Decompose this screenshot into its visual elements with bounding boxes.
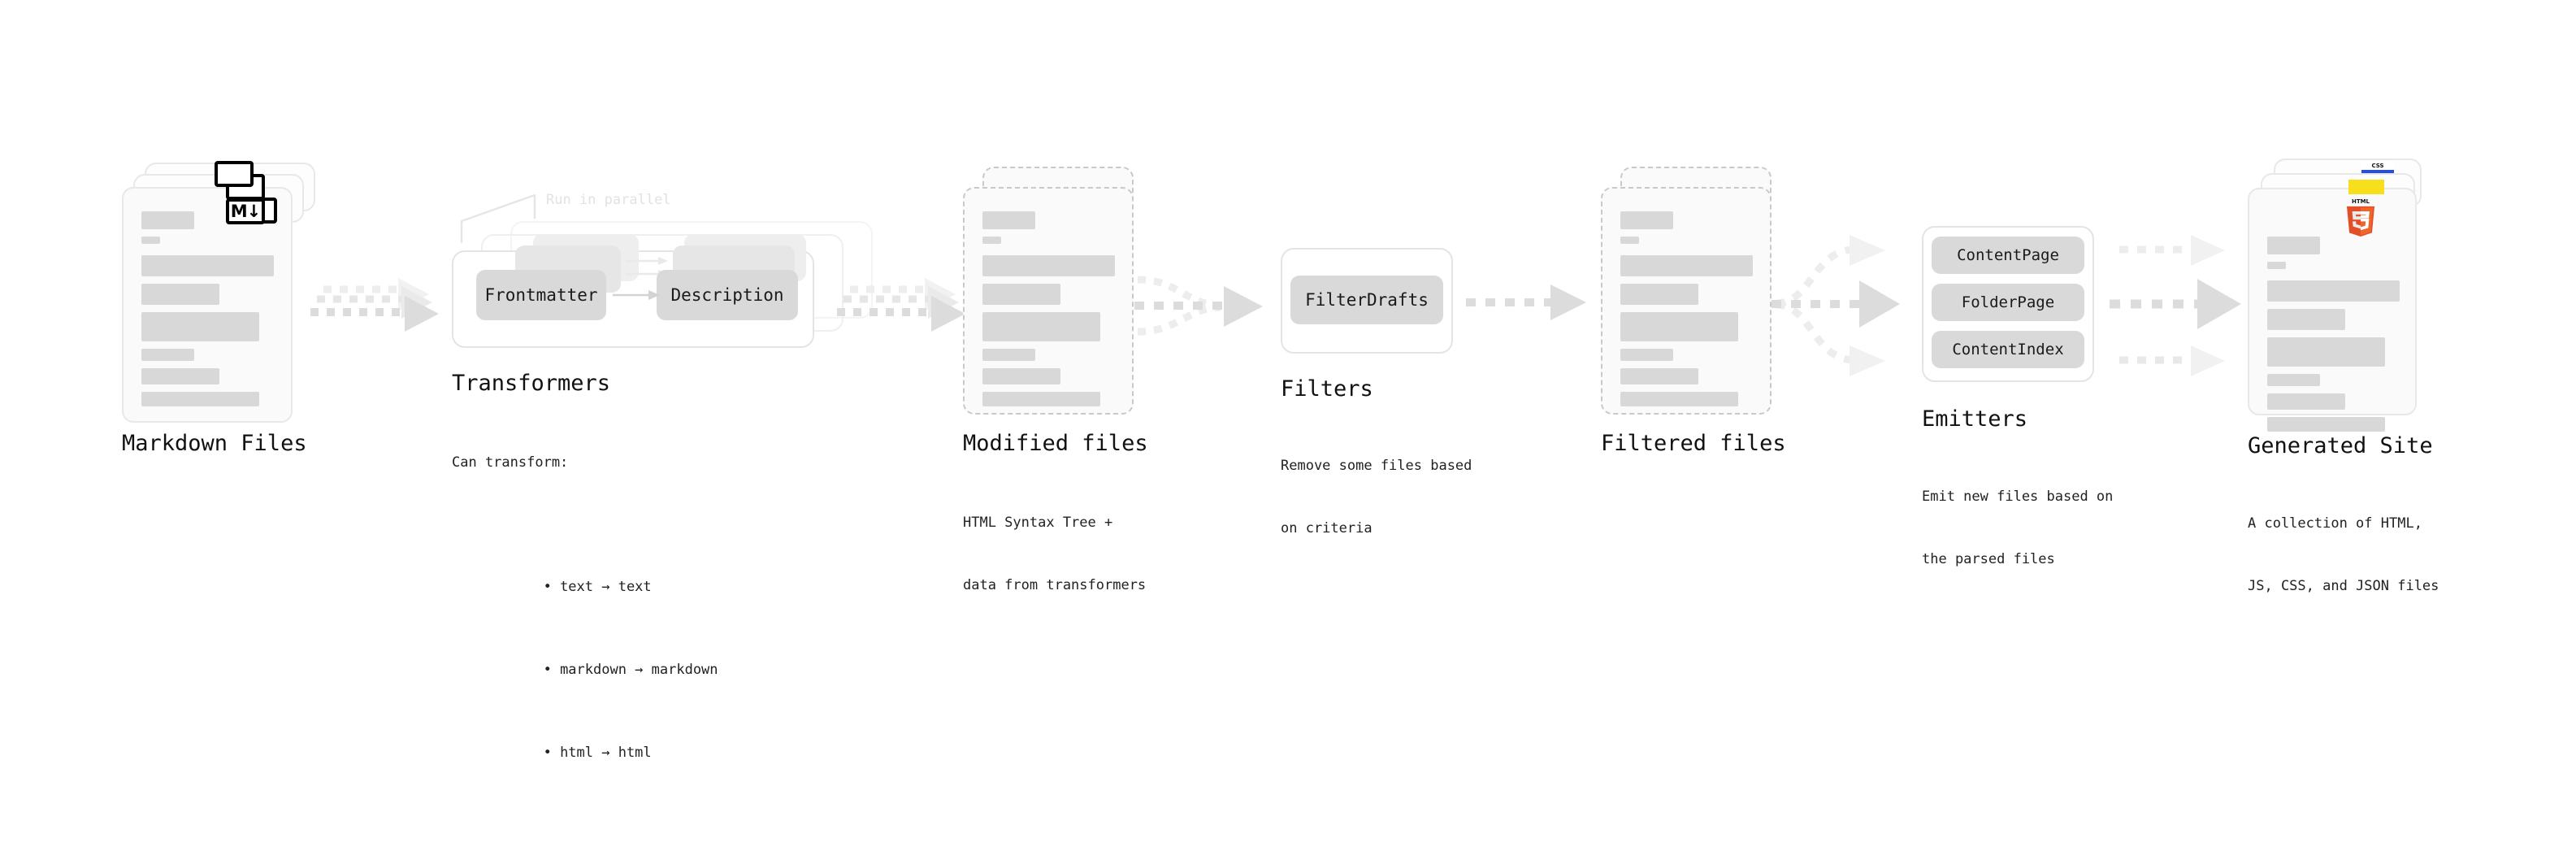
markdown-badge-back-0: [215, 161, 254, 187]
stage-title-filtered-files: Filtered files: [1601, 431, 1786, 456]
stage-markdown-files: M↓ Markdown Files: [122, 161, 325, 456]
content-bar: [2267, 309, 2345, 330]
diagram-canvas: M↓ Markdown Files Run in parallel: [122, 159, 2459, 761]
emitter-chip-contentpage[interactable]: ContentPage: [1932, 237, 2084, 274]
content-bar: [2267, 237, 2320, 254]
content-bar: [1620, 237, 1639, 244]
content-bar: [982, 284, 1060, 305]
generated-site-description: A collection of HTML, JS, CSS, and JSON …: [2248, 472, 2439, 638]
content-bar: [1620, 211, 1673, 229]
markdown-card-front: [122, 187, 293, 423]
filters-desc-line: on criteria: [1281, 519, 1373, 536]
content-bar: [141, 392, 259, 406]
site-desc-line: A collection of HTML,: [2248, 515, 2422, 532]
markdown-card-stack: M↓: [122, 161, 325, 423]
filtered-card-content: [1620, 211, 1754, 414]
stage-title-filters: Filters: [1281, 376, 1373, 402]
content-bar: [2267, 262, 2286, 269]
content-bar: [1620, 284, 1698, 305]
emitter-chip-contentindex[interactable]: ContentIndex: [1932, 331, 2084, 368]
site-card-content: [2267, 212, 2400, 439]
js-badge: [2348, 180, 2384, 194]
stage-modified-files: Modified files HTML Syntax Tree + data f…: [963, 167, 1150, 593]
content-bar: [982, 211, 1035, 229]
transformer-chip-description[interactable]: Description: [657, 270, 798, 320]
stage-title-generated-site: Generated Site: [2248, 433, 2433, 458]
transformers-desc-line: Can transform:: [452, 454, 569, 471]
modified-card-content: [982, 211, 1116, 414]
content-bar: [982, 392, 1100, 406]
markdown-card-content: [141, 211, 275, 414]
content-bar: [2267, 374, 2320, 386]
filter-chip-filterdrafts[interactable]: FilterDrafts: [1290, 276, 1443, 324]
content-bar: [982, 255, 1115, 276]
site-desc-line: JS, CSS, and JSON files: [2248, 577, 2439, 594]
stage-title-transformers: Transformers: [452, 371, 611, 396]
content-bar: [2267, 393, 2345, 410]
modified-card-front: [963, 187, 1134, 415]
emitters-desc-line: Emit new files based on: [1922, 489, 2114, 505]
transformer-chip-frontmatter[interactable]: Frontmatter: [476, 270, 606, 320]
emitters-description: Emit new files based on the parsed files: [1922, 445, 2113, 611]
content-bar: [1620, 255, 1753, 276]
modified-card-stack: [963, 167, 1150, 427]
stage-title-emitters: Emitters: [1922, 406, 2028, 432]
content-bar: [1620, 368, 1698, 384]
emitters-desc-line: the parsed files: [1922, 550, 2055, 567]
markdown-badge: M↓: [226, 198, 265, 224]
content-bar: [982, 349, 1035, 361]
content-bar: [141, 368, 219, 384]
content-bar: [982, 312, 1100, 341]
content-bar: [141, 284, 219, 305]
run-in-parallel-label: Run in parallel: [546, 192, 671, 208]
filtered-card-front: [1601, 187, 1772, 415]
filtered-card-stack: [1601, 167, 1788, 427]
filters-description: Remove some files based on criteria: [1281, 415, 1472, 580]
stage-title-markdown-files: Markdown Files: [122, 431, 307, 456]
stage-generated-site: CSS HTML Generated Site A collection of …: [2248, 159, 2459, 594]
content-bar: [982, 237, 1001, 244]
filters-desc-line: Remove some files based: [1281, 458, 1472, 474]
transformers-bullet-list: • text → text • markdown → markdown • ht…: [452, 515, 718, 806]
css-badge-label: CSS: [2371, 163, 2384, 169]
transformer-inner-arrow: [613, 290, 660, 300]
content-bar: [1620, 312, 1738, 341]
transformers-bullet: • markdown → markdown: [543, 662, 718, 678]
css-badge-bar: [2361, 170, 2394, 173]
stage-title-modified-files: Modified files: [963, 431, 1148, 456]
run-in-parallel-bracket: [460, 193, 536, 244]
connector-transformers-to-modified: [834, 276, 972, 341]
content-bar: [1620, 392, 1738, 406]
modified-files-description: HTML Syntax Tree + data from transformer…: [963, 471, 1146, 637]
content-bar: [2267, 417, 2385, 432]
content-bar: [141, 237, 160, 244]
stage-filtered-files: Filtered files: [1601, 167, 1788, 456]
emitter-chip-folderpage[interactable]: FolderPage: [1932, 284, 2084, 321]
content-bar: [141, 349, 194, 361]
content-bar: [1620, 349, 1673, 361]
content-bar: [141, 255, 274, 276]
site-card-stack: CSS HTML: [2248, 159, 2459, 432]
content-bar: [141, 211, 194, 229]
transformers-bullet: • html → html: [543, 745, 652, 761]
html5-badge: HTML: [2346, 198, 2375, 237]
transformers-description: Can transform: • text → text • markdown …: [452, 411, 718, 847]
modified-desc-line: HTML Syntax Tree +: [963, 515, 1113, 531]
svg-text:HTML: HTML: [2352, 198, 2370, 205]
connector-markdown-to-transformers: [307, 276, 445, 341]
content-bar: [2267, 280, 2400, 302]
connector-emitters-to-site: [2110, 232, 2256, 378]
connector-filtered-to-emitters: [1772, 232, 1926, 378]
site-card-front: [2248, 188, 2417, 432]
modified-desc-line: data from transformers: [963, 576, 1147, 593]
connector-modified-to-filters: [1134, 268, 1289, 366]
content-bar: [2267, 337, 2385, 367]
css-badge: CSS: [2361, 160, 2394, 173]
connector-filters-to-filtered: [1463, 283, 1601, 324]
content-bar: [141, 312, 259, 341]
transformers-bullet: • text → text: [543, 579, 652, 595]
content-bar: [982, 368, 1060, 384]
